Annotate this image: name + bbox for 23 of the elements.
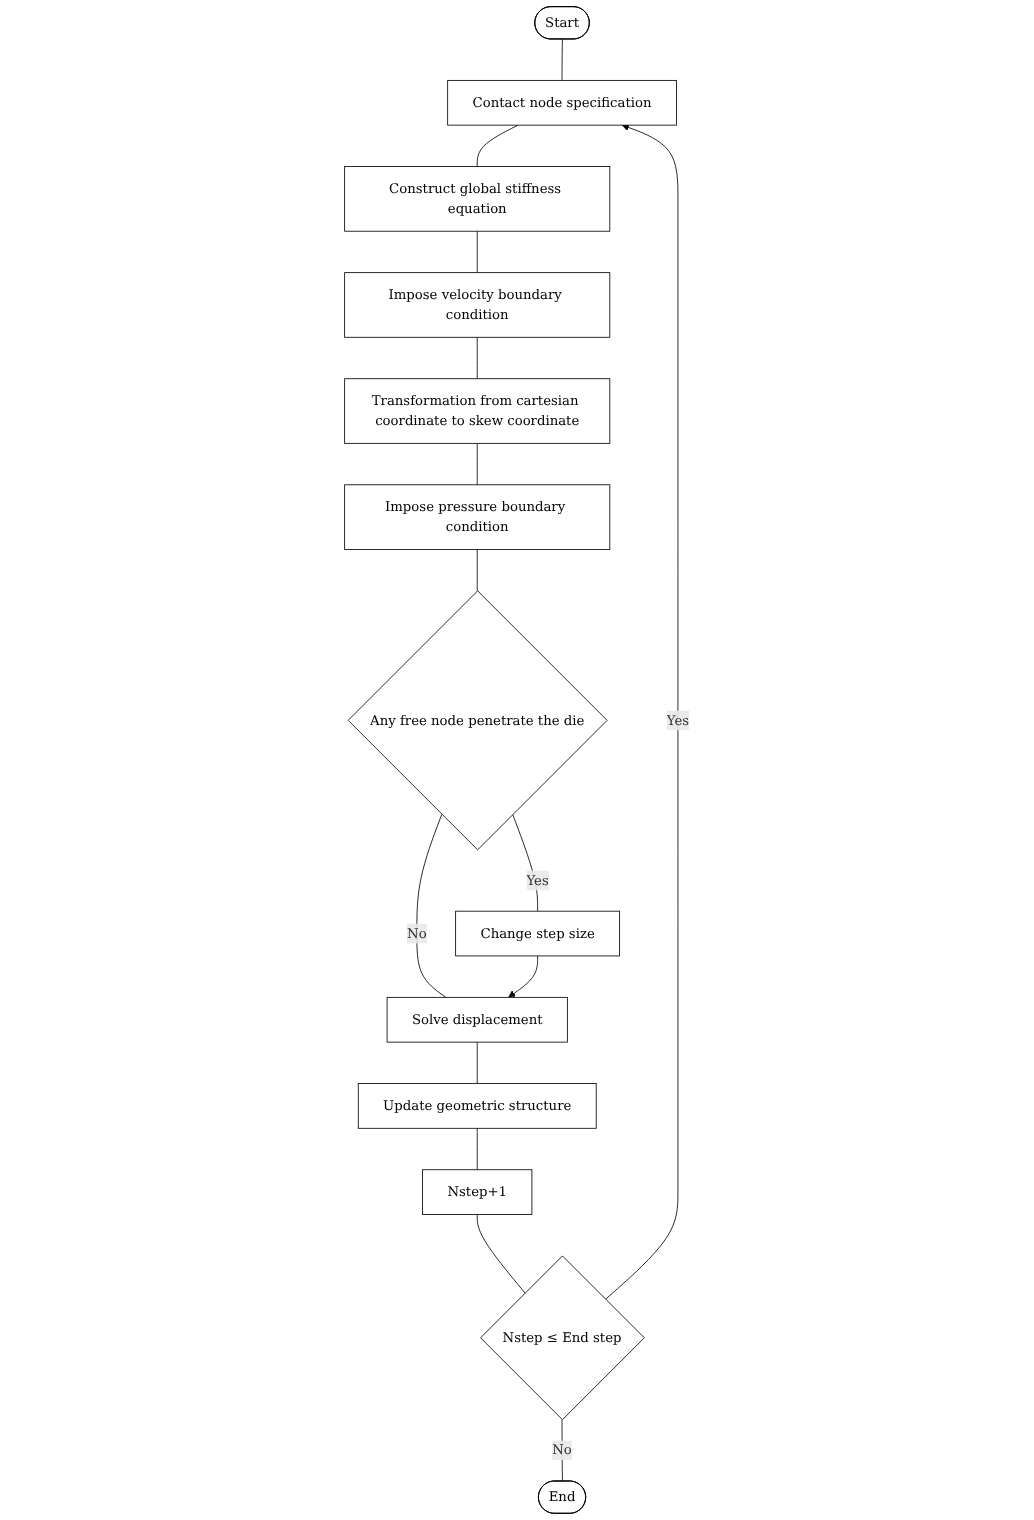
connector (561, 1419, 564, 1482)
connector (476, 549, 478, 592)
node-box (386, 996, 568, 1043)
connector (476, 1041, 478, 1084)
connector (476, 336, 478, 380)
node-diamond (480, 1255, 645, 1421)
node-box (344, 272, 611, 338)
connector (476, 1214, 526, 1294)
node-box (344, 378, 611, 444)
connector (416, 814, 447, 998)
node-box (344, 484, 611, 550)
connector (561, 38, 564, 81)
connector (476, 442, 478, 486)
connector (476, 124, 519, 167)
node-box (422, 1169, 533, 1215)
node-box (455, 910, 621, 957)
connector (476, 1127, 478, 1171)
node-box (344, 166, 611, 232)
connector (512, 814, 539, 912)
connector (476, 230, 478, 274)
node-box (447, 80, 677, 126)
node-box (358, 1083, 597, 1129)
node-diamond (347, 590, 608, 851)
